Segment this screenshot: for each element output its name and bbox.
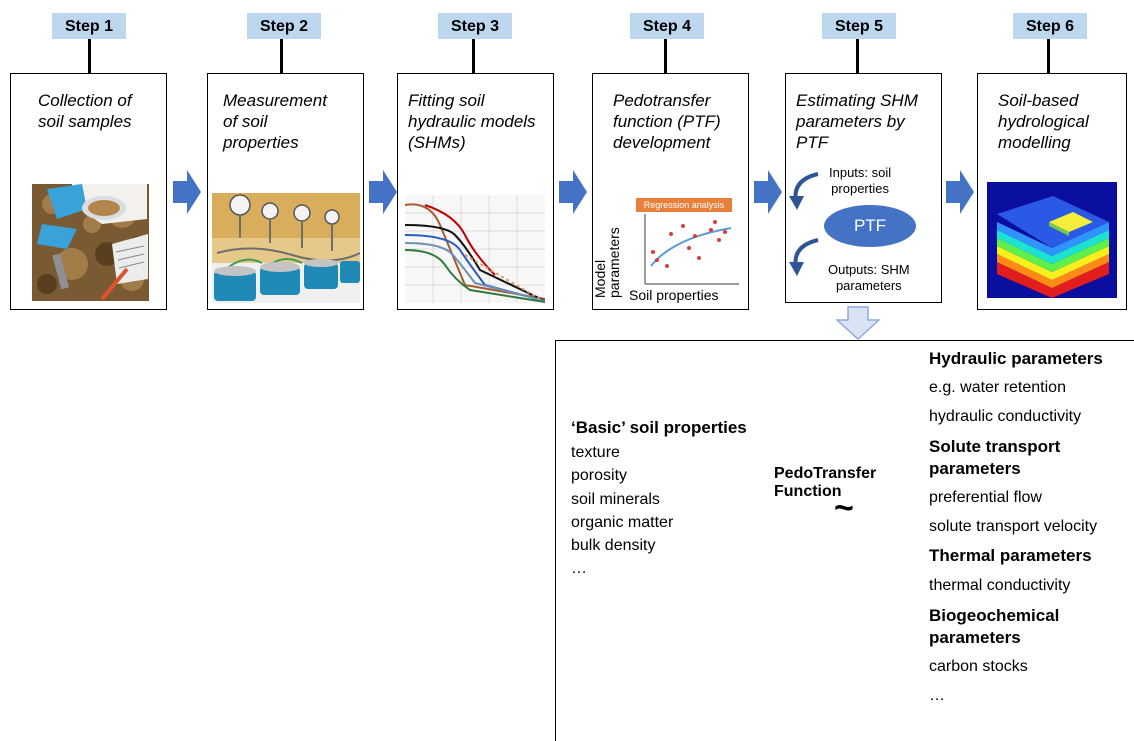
arrow-5-6 (946, 170, 974, 214)
ptf-label: PedoTransfer Function (774, 465, 876, 501)
basic-property-item: … (571, 560, 587, 578)
hydraulic-parameters-heading: Hydraulic parameters (929, 349, 1103, 368)
parameter-item: e.g. water retention (929, 379, 1066, 396)
tilde-symbol: ~ (834, 489, 854, 527)
step-6-title: Soil-based hydrological modelling (998, 91, 1089, 152)
step-1-box: Collection of soil samples (10, 73, 167, 310)
biogeochemical-heading: Biogeochemical parameters (929, 606, 1060, 647)
retention-curves-chart (405, 195, 545, 303)
detail-box: ‘Basic’ soil properties texture porosity… (555, 340, 1134, 741)
step-5-curved-arrows (789, 172, 819, 276)
parameter-item: carbon stocks (929, 658, 1028, 675)
ptf-label-line-2: Function (774, 483, 842, 500)
inputs-label: Inputs: soil properties (829, 165, 891, 197)
step-6-box: Soil-based hydrological modelling (977, 73, 1127, 310)
parameter-item: hydraulic conductivity (929, 408, 1082, 425)
arrow-3-4 (559, 170, 587, 214)
step-3-box: Fitting soil hydraulic models (SHMs) (397, 73, 554, 310)
outputs-label-line-2: parameters (835, 278, 902, 293)
step-4-connector (664, 39, 667, 73)
step-1-title: Collection of soil samples (38, 91, 132, 131)
basic-property-item: texture (571, 444, 620, 461)
step-2-title: Measurement of soil properties (223, 91, 327, 152)
basic-property-item: organic matter (571, 513, 674, 531)
step-3-title: Fitting soil hydraulic models (SHMs) (408, 91, 536, 152)
step-1-label: Step 1 (52, 13, 126, 39)
output-parameters: Hydraulic parameters e.g. water retentio… (929, 349, 1103, 706)
ptf-label-line-1: PedoTransfer (774, 465, 877, 482)
basic-property-item: porosity (571, 467, 628, 485)
thermal-parameters-heading: Thermal parameters (929, 546, 1092, 565)
outputs-label-line-1: Outputs: SHM (828, 262, 910, 277)
step-5-label: Step 5 (822, 13, 896, 39)
soil-sampling-photo (32, 184, 149, 301)
layered-model-render (987, 182, 1117, 298)
arrow-2-3 (369, 170, 397, 214)
solute-transport-heading: Solute transport parameters (929, 437, 1061, 478)
step-5-box: Estimating SHM parameters by PTF Inputs:… (785, 73, 942, 303)
step-2-box: Measurement of soil properties (207, 73, 364, 310)
step-4-title: Pedotransfer function (PTF) development (613, 91, 721, 152)
inputs-label-line-2: properties (831, 181, 889, 196)
step-5-connector (856, 39, 859, 73)
step-3-label: Step 3 (438, 13, 512, 39)
model-parameters-line-2: parameters (606, 227, 622, 298)
outputs-label: Outputs: SHM parameters (828, 262, 910, 294)
step-1-connector (88, 39, 91, 73)
pressure-plate-photo (212, 193, 360, 303)
step-2-label: Step 2 (247, 13, 321, 39)
ptf-ellipse: PTF (824, 205, 916, 247)
model-parameters-line-1: Model (592, 259, 608, 298)
parameter-item: thermal conductivity (929, 577, 1071, 594)
inputs-label-line-1: Inputs: soil (829, 165, 892, 180)
down-arrow (836, 306, 880, 340)
basic-property-item: bulk density (571, 537, 656, 555)
step-4-box: Pedotransfer function (PTF) development … (592, 73, 749, 310)
parameter-item: … (929, 687, 945, 704)
parameter-item: solute transport velocity (929, 518, 1098, 535)
soil-properties-axis-label: Soil properties (629, 287, 719, 303)
basic-property-item: soil minerals (571, 490, 660, 508)
step-6-label: Step 6 (1013, 13, 1087, 39)
arrow-1-2 (173, 170, 201, 214)
step-3-connector (472, 39, 475, 73)
step-5-title: Estimating SHM parameters by PTF (796, 91, 918, 152)
regression-banner: Regression analysis (636, 198, 732, 212)
parameter-item: preferential flow (929, 489, 1042, 506)
step-2-connector (280, 39, 283, 73)
step-6-connector (1047, 39, 1050, 73)
model-parameters-axis-label: Model parameters (592, 227, 622, 298)
basic-properties-heading: ‘Basic’ soil properties (571, 418, 747, 437)
arrow-4-5 (754, 170, 782, 214)
step-4-label: Step 4 (630, 13, 704, 39)
basic-properties-list: texture porosity soil minerals organic m… (571, 441, 673, 581)
regression-plot (644, 214, 739, 285)
